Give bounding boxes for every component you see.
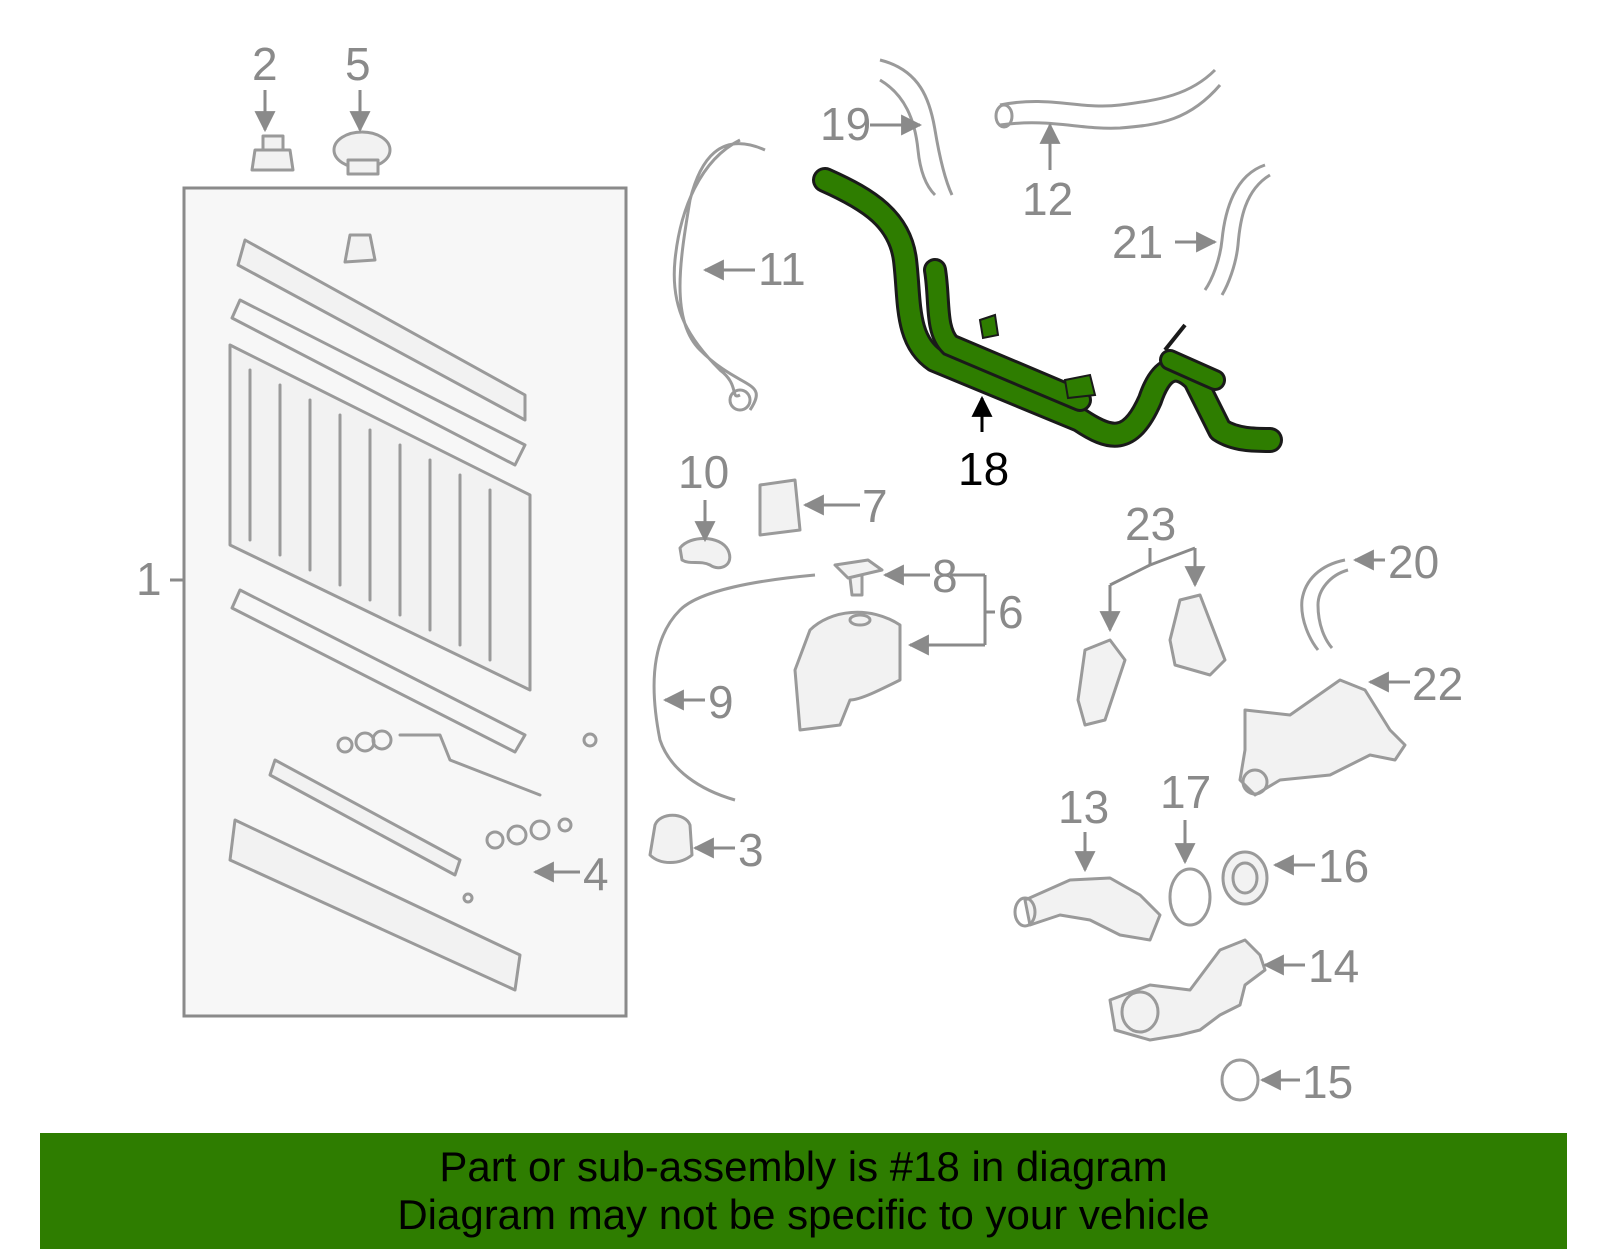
callout-5[interactable]: 5 (345, 38, 371, 90)
part-20-hose[interactable] (1300, 558, 1349, 651)
part-6-reservoir[interactable] (793, 610, 902, 732)
callout-20[interactable]: 20 (1388, 536, 1439, 588)
part-5-radiator-cap[interactable] (332, 130, 392, 176)
callout-19[interactable]: 19 (820, 98, 871, 150)
part-17-gasket[interactable] (1168, 867, 1212, 927)
callout-22[interactable]: 22 (1412, 658, 1463, 710)
callout-16[interactable]: 16 (1318, 840, 1369, 892)
callout-3[interactable]: 3 (738, 824, 764, 876)
callout-21[interactable]: 21 (1112, 216, 1163, 268)
part-11-hose[interactable] (672, 138, 766, 411)
part-16-thermostat[interactable] (1221, 850, 1269, 906)
callout-1[interactable]: 1 (136, 553, 162, 605)
part-18-water-pipe[interactable] (812, 167, 1283, 453)
callout-17[interactable]: 17 (1160, 766, 1211, 818)
callout-8[interactable]: 8 (932, 550, 958, 602)
radiator-assembly[interactable] (182, 186, 628, 1018)
part-2-drain-cock[interactable] (250, 134, 295, 172)
part-8-cap[interactable] (833, 558, 884, 597)
part-7-bracket[interactable] (758, 478, 802, 537)
part-23-gasket-left[interactable] (1076, 638, 1127, 727)
banner-line-1: Part or sub-assembly is #18 in diagram (439, 1143, 1168, 1190)
part-21-hose[interactable] (1203, 163, 1271, 296)
callout-9[interactable]: 9 (708, 676, 734, 728)
part-19-hose[interactable] (879, 58, 954, 197)
callout-2[interactable]: 2 (252, 38, 278, 90)
part-12-hose[interactable] (999, 68, 1222, 130)
part-9-overflow-hose[interactable] (652, 573, 816, 802)
part-13-bypass-pipe[interactable] (1023, 876, 1162, 942)
part-14-thermostat-housing[interactable] (1108, 938, 1267, 1042)
callout-13[interactable]: 13 (1058, 781, 1109, 833)
callout-4[interactable]: 4 (583, 848, 609, 900)
callout-6[interactable]: 6 (998, 586, 1024, 638)
leader-lines (170, 90, 1410, 1091)
callout-23[interactable]: 23 (1125, 498, 1176, 550)
callout-15[interactable]: 15 (1302, 1056, 1353, 1108)
callout-14[interactable]: 14 (1308, 940, 1359, 992)
callout-11[interactable]: 11 (758, 243, 806, 295)
callout-12[interactable]: 12 (1022, 173, 1073, 225)
part-10-clamp[interactable] (678, 537, 732, 570)
banner-line-2: Diagram may not be specific to your vehi… (397, 1191, 1210, 1238)
info-banner: Part or sub-assembly is #18 in diagram D… (40, 1133, 1567, 1249)
callout-18[interactable]: 18 (958, 443, 1009, 495)
part-23-gasket-right[interactable] (1168, 593, 1227, 677)
callout-7[interactable]: 7 (862, 480, 888, 532)
callout-10[interactable]: 10 (678, 446, 729, 498)
callout-labels: 1 2 5 11 19 12 21 18 10 7 8 6 9 3 4 23 2… (136, 38, 1463, 1108)
part-15-gasket[interactable] (1220, 1058, 1260, 1102)
part-3-mount[interactable] (648, 813, 694, 864)
